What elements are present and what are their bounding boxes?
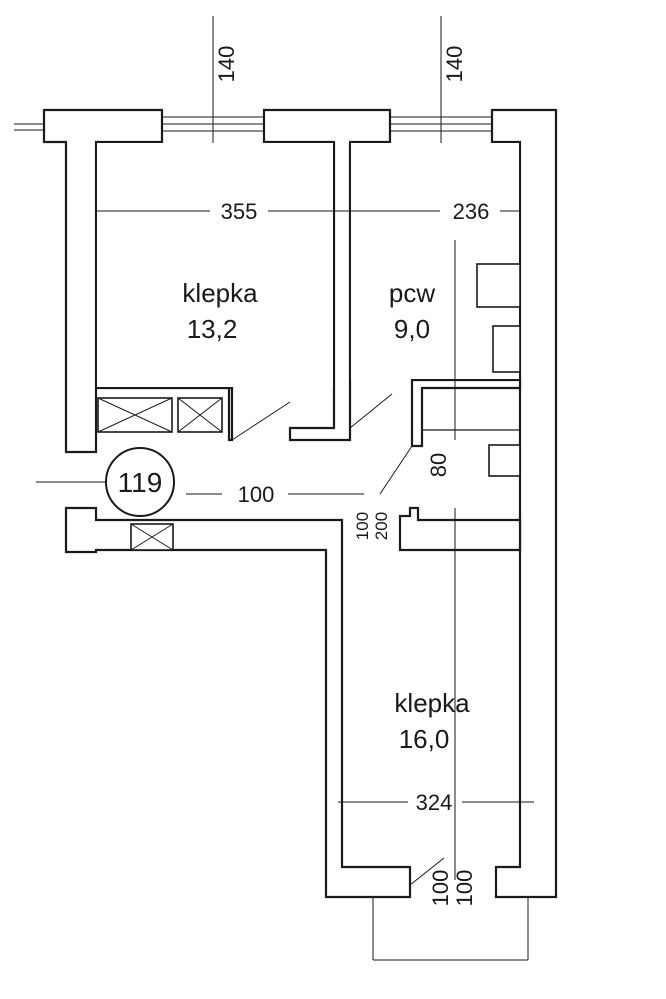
wall-niche	[410, 378, 522, 448]
apartment-number: 119	[118, 467, 163, 498]
door-swing-room1	[231, 401, 291, 441]
vent-shaft-1	[97, 397, 173, 433]
dim-door-a: 100	[353, 512, 372, 540]
dim-kitchen-width: 236	[453, 199, 490, 224]
dim-room1-width: 355	[221, 199, 258, 224]
room3-name: klepka	[394, 688, 470, 718]
dim-room3-width: 324	[416, 790, 453, 815]
dim-niche: 80	[426, 453, 451, 477]
apartment-number-circle	[105, 447, 175, 517]
door-swing-niche	[379, 445, 413, 495]
dim-balcony-b: 100	[452, 870, 477, 907]
window-left-side	[14, 123, 44, 131]
kitchen-sink	[492, 325, 521, 373]
wall-bottom-left	[64, 506, 412, 899]
vent-shaft-2	[177, 397, 223, 433]
door-swing-kitchen	[349, 393, 393, 429]
room3-area: 16,0	[399, 724, 450, 754]
room2-name: pcw	[389, 278, 435, 308]
dim-window-left: 140	[214, 46, 239, 83]
dim-door-b: 200	[372, 512, 391, 540]
wall-partition-bottom	[398, 506, 522, 552]
dim-hall-length: 100	[238, 482, 275, 507]
door-swing-balcony	[409, 857, 445, 886]
dim-window-right: 140	[442, 46, 467, 83]
bathroom-fixture	[488, 444, 521, 477]
kitchen-cabinet	[476, 263, 521, 308]
room1-area: 13,2	[187, 314, 238, 344]
room1-name: klepka	[182, 278, 258, 308]
balcony-outline	[372, 898, 529, 961]
dim-balcony-a: 100	[428, 870, 453, 907]
vent-shaft-3	[130, 523, 174, 551]
room2-area: 9,0	[394, 314, 430, 344]
